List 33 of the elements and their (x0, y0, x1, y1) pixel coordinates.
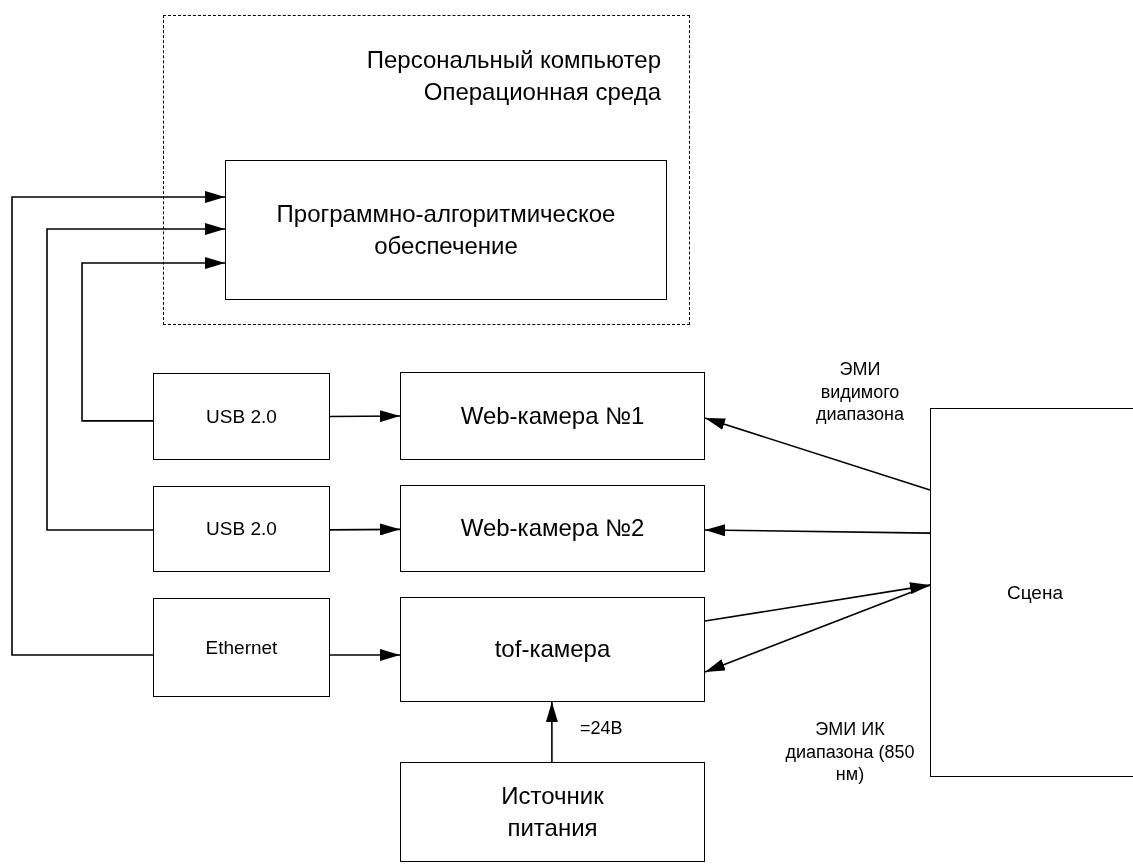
block-label: USB 2.0 (206, 517, 277, 542)
block-box (930, 408, 1133, 777)
edge-label: ЭМИ ИК диапазона (850 нм) (785, 718, 915, 786)
arrow (704, 584, 931, 673)
arrow (329, 523, 401, 536)
block-box (153, 486, 330, 572)
block-label: USB 2.0 (206, 404, 277, 429)
arrow (704, 417, 931, 491)
block-label: Ethernet (205, 635, 278, 660)
arrow (46, 223, 226, 531)
block-label: tof-камера (494, 634, 611, 665)
frame-title: Персональный компьютер Операционная среда (365, 45, 661, 108)
arrow (81, 257, 226, 422)
arrow (545, 701, 558, 763)
edge-label: =24В (580, 717, 624, 740)
arrow (11, 190, 226, 656)
block-label: Источник питания (500, 780, 605, 843)
edge-label: ЭМИ видимого диапазона (814, 358, 906, 426)
block-label: Web-камера №1 (460, 400, 645, 431)
block-box (400, 485, 705, 572)
block-box (153, 373, 330, 460)
block-label: Web-камера №2 (460, 513, 645, 544)
block-label: Сцена (1007, 580, 1063, 605)
block-box (400, 762, 705, 862)
arrow (329, 410, 401, 423)
block-box (153, 598, 330, 697)
block-box (400, 597, 705, 702)
arrow (329, 649, 401, 661)
block-box (400, 372, 705, 460)
block-label: Программно-алгоритмическое обеспечение (275, 198, 617, 261)
dashed-frame (163, 15, 690, 325)
arrow (704, 524, 931, 537)
block-box (225, 160, 667, 300)
